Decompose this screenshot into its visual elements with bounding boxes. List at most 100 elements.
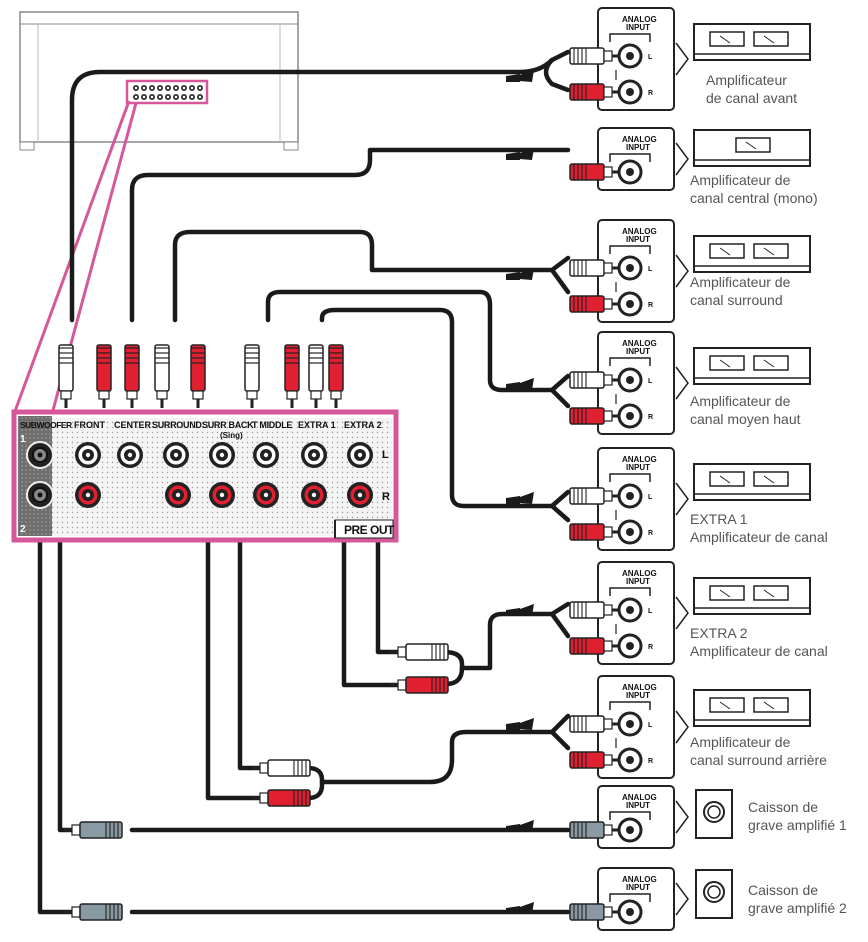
rca-jack <box>165 482 191 508</box>
pre-out-panel <box>11 409 399 543</box>
device-label-top-middle: Amplificateur de canal moyen haut <box>690 392 801 428</box>
white-plug <box>244 344 260 408</box>
amplifier-icon <box>693 23 811 61</box>
channel-label: L <box>648 54 653 61</box>
rca-jack <box>26 441 54 469</box>
rca-jack <box>253 442 279 468</box>
analog-input-title: INPUT <box>626 23 650 32</box>
channel-label: R <box>648 530 653 537</box>
rca-jack <box>26 481 54 509</box>
device-label-line: canal surround arrière <box>690 752 827 768</box>
red-plug <box>328 344 344 408</box>
device-label-surround: Amplificateur de canal surround <box>690 273 790 309</box>
amplifier-icon <box>693 463 811 501</box>
white-plug <box>58 344 74 408</box>
analog-input-title: ANALOG <box>622 683 657 692</box>
channel-label: R <box>648 758 653 765</box>
device-label-surround-back: Amplificateur de canal surround arrière <box>690 733 827 769</box>
white-plug <box>308 344 324 408</box>
device-label-line: Amplificateur de <box>690 172 791 188</box>
device-label-line: canal surround <box>690 292 783 308</box>
subwoofer-icon <box>695 869 733 919</box>
red-plug <box>124 344 140 408</box>
channel-label: L <box>648 266 653 273</box>
rca-jack <box>163 442 189 468</box>
analog-input-title: INPUT <box>626 577 650 586</box>
analog-input-title: INPUT <box>626 463 650 472</box>
device-label-line: canal central (mono) <box>690 190 818 206</box>
channel-label: L <box>648 608 653 615</box>
analog-input-title: INPUT <box>626 347 650 356</box>
inline-plug <box>390 643 449 661</box>
device-label-center: Amplificateur de canal central (mono) <box>690 171 818 207</box>
channel-label: R <box>648 302 653 309</box>
channel-label: R <box>648 644 653 651</box>
jack-label-front: FRONT <box>74 420 105 430</box>
receiver-rear-view <box>19 11 299 151</box>
red-plug <box>96 344 112 408</box>
inline-plug <box>390 676 449 694</box>
device-label-line: Caisson de <box>748 799 819 815</box>
device-label-line: grave amplifié 2 <box>748 900 847 916</box>
device-label-line: Amplificateur de <box>690 734 791 750</box>
subwoofer-icon <box>695 789 733 839</box>
channel-label: L <box>648 494 653 501</box>
amplifier-icon <box>693 689 811 727</box>
device-label-line: Amplificateur de <box>690 274 791 290</box>
analog-input-title: ANALOG <box>622 793 657 802</box>
device-label-line: EXTRA 2 <box>690 625 748 641</box>
jack-label-subwoofer: SUBWOOFER <box>20 420 72 430</box>
device-label-line: Amplificateur de canal <box>690 529 828 545</box>
jack-label-sing: (Sing) <box>220 431 243 440</box>
rca-jack <box>301 482 327 508</box>
analog-input-title: ANALOG <box>622 339 657 348</box>
jack-label-t-middle: T MIDDLE <box>252 420 292 430</box>
sub-number-1: 1 <box>20 434 26 445</box>
rca-jack <box>75 482 101 508</box>
jack-label-center: CENTER <box>114 420 152 430</box>
amplifier-icon <box>693 347 811 385</box>
rca-jack <box>209 482 235 508</box>
jack-label-surr-back: SURR BACK <box>202 420 254 430</box>
analog-input-title: INPUT <box>626 801 650 810</box>
amplifier-icon <box>693 129 811 167</box>
analog-input-title: INPUT <box>626 691 650 700</box>
device-label-extra1: EXTRA 1 Amplificateur de canal <box>690 510 828 546</box>
device-label-line: Amplificateur de <box>690 393 791 409</box>
analog-input-title: ANALOG <box>622 227 657 236</box>
analog-input-title: ANALOG <box>622 15 657 24</box>
analog-input-title: ANALOG <box>622 135 657 144</box>
rca-jack <box>75 442 101 468</box>
channel-label: R <box>648 90 653 97</box>
device-label-line: canal moyen haut <box>690 411 801 427</box>
signal-arrows <box>506 70 534 914</box>
channel-label: R <box>648 414 653 421</box>
channel-l-label: L <box>382 449 389 461</box>
inline-plug <box>252 759 311 777</box>
device-label-line: EXTRA 1 <box>690 511 748 527</box>
analog-input-title: INPUT <box>626 143 650 152</box>
channel-r-label: R <box>382 491 390 503</box>
white-plug <box>154 344 170 408</box>
inline-plug <box>64 821 123 839</box>
jack-label-surround: SURROUND <box>152 420 202 430</box>
analog-input-title: ANALOG <box>622 875 657 884</box>
rca-jack <box>209 442 235 468</box>
analog-input-title: ANALOG <box>622 455 657 464</box>
pre-out-label: PRE OUT <box>344 523 395 537</box>
inline-plug <box>252 789 311 807</box>
red-plug <box>284 344 300 408</box>
rca-jack <box>347 442 373 468</box>
analog-input-title: INPUT <box>626 883 650 892</box>
analog-input-title: INPUT <box>626 235 650 244</box>
